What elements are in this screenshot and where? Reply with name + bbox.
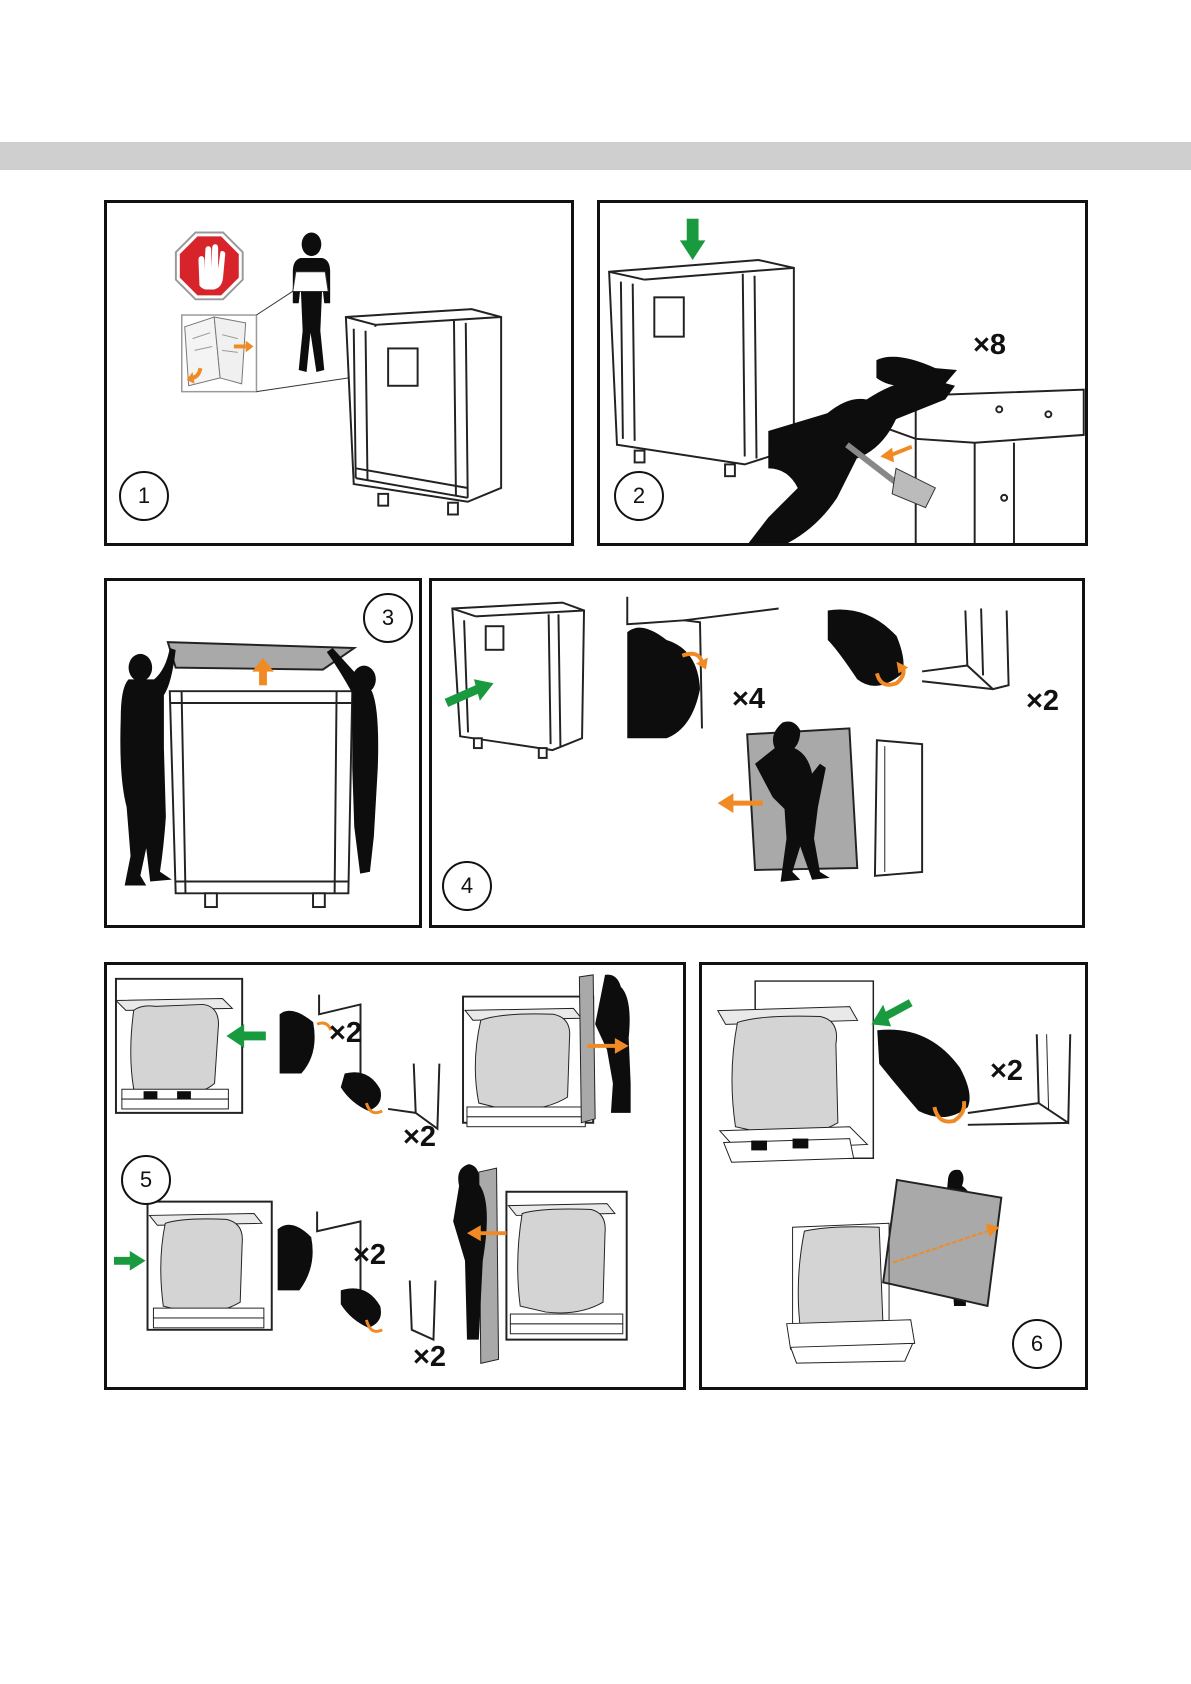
step-4-panel: ×4 ×2 4 [429, 578, 1085, 928]
step-2-illustration [600, 203, 1085, 543]
crate [452, 603, 584, 758]
side-panel-removal [453, 1164, 627, 1363]
header-band [0, 142, 1191, 170]
multiplier-label: ×2 [990, 1057, 1023, 1086]
multiplier-label: ×4 [732, 685, 765, 714]
step-number: 4 [442, 861, 492, 911]
clip-pull-detail [828, 609, 1009, 690]
hammer-icon [847, 445, 935, 508]
step-5-panel: ×2 ×2 ×2 ×2 5 [104, 962, 686, 1390]
step-6-panel: ×2 6 [699, 962, 1088, 1390]
arrow-right-icon [114, 1251, 146, 1271]
multiplier-label: ×2 [353, 1241, 386, 1270]
arrow-down-icon [680, 219, 706, 260]
bagged-machine [463, 975, 631, 1127]
step-number: 6 [1012, 1319, 1062, 1369]
person-silhouette [293, 232, 330, 372]
multiplier-label: ×2 [403, 1123, 436, 1152]
arrow-down-left-icon [871, 1003, 910, 1027]
step-5-illustration [107, 965, 683, 1387]
multiplier-label: ×2 [413, 1343, 446, 1372]
bagged-machine [148, 1202, 272, 1330]
crate [170, 691, 352, 907]
step-1-panel: 1 [104, 200, 574, 546]
step-1-illustration [107, 203, 571, 543]
side-panel-removal [747, 722, 922, 882]
clip-pull-detail [341, 1281, 436, 1340]
clip-pull-detail [341, 1064, 440, 1129]
crate [609, 260, 794, 476]
multiplier-label: ×8 [973, 331, 1006, 360]
step-number: 3 [363, 593, 413, 643]
step-number: 2 [614, 471, 664, 521]
multiplier-label: ×2 [1026, 687, 1059, 716]
multiplier-label: ×2 [329, 1019, 362, 1048]
step-2-panel: ×8 2 [597, 200, 1088, 546]
manual-icon [182, 315, 257, 392]
stop-hand-icon [176, 232, 243, 299]
step-4-illustration [432, 581, 1082, 925]
crate [346, 309, 501, 514]
clip-pull-detail [877, 1030, 1070, 1125]
clip-removal-detail [627, 597, 778, 739]
step-number: 5 [121, 1155, 171, 1205]
step-number: 1 [119, 471, 169, 521]
bagged-machine [116, 979, 242, 1113]
side-panel-removal [787, 1170, 1002, 1363]
bagged-machine [718, 981, 874, 1162]
step-3-panel: 3 [104, 578, 422, 928]
